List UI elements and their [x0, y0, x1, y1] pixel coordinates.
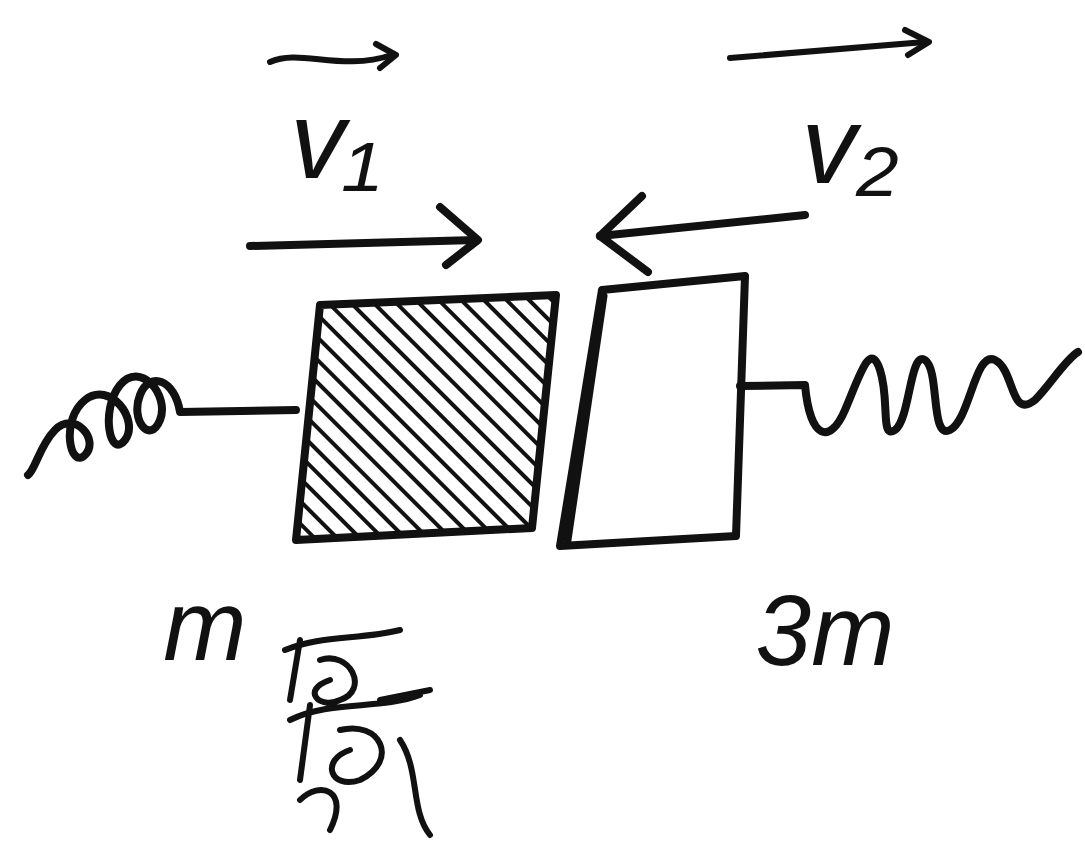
velocity-arrowhead	[440, 207, 478, 265]
velocity-arrow	[250, 240, 476, 246]
block-3m	[560, 276, 745, 546]
velocity-label: v₂	[802, 90, 899, 200]
vector-arrow	[270, 55, 392, 62]
spring-left	[28, 376, 296, 475]
vector-arrow	[730, 42, 925, 58]
mass-label: 3m	[756, 580, 895, 680]
vector-arrowhead	[905, 30, 929, 55]
vector-arrowhead	[376, 44, 396, 68]
spring-right	[740, 352, 1078, 432]
block-m	[296, 295, 556, 540]
velocity-label: v₁	[290, 85, 380, 195]
velocity-arrowhead	[600, 196, 648, 272]
block-edge	[568, 296, 604, 540]
mass-label: m	[163, 575, 246, 675]
velocity-arrow	[600, 215, 805, 236]
crossed-out-scribble	[285, 630, 430, 835]
